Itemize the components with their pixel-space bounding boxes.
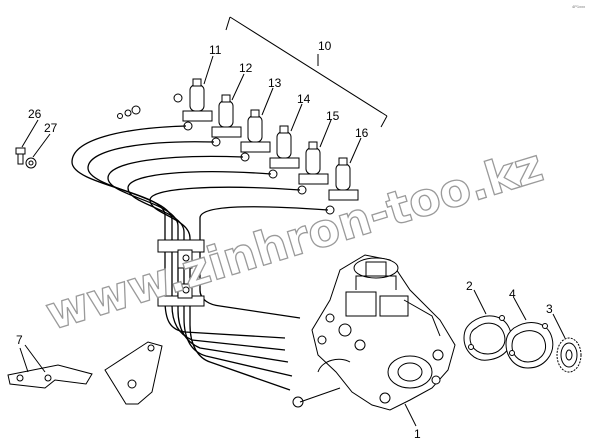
bracket-7 bbox=[7, 344, 93, 389]
nozzle-14 bbox=[269, 125, 300, 169]
washer-27 bbox=[25, 157, 37, 169]
callout-14: 14 bbox=[297, 92, 311, 106]
callout-16: 16 bbox=[355, 126, 369, 140]
callout-10: 10 bbox=[318, 39, 332, 53]
fuel-pipe-bundle bbox=[71, 125, 329, 391]
callout-1: 1 bbox=[414, 427, 421, 441]
cover-plate-4 bbox=[505, 322, 554, 369]
injector-nozzles bbox=[117, 78, 359, 215]
injection-pump-1 bbox=[292, 254, 456, 411]
nozzle-15 bbox=[298, 141, 329, 185]
gasket-2 bbox=[463, 315, 512, 361]
bolt-26 bbox=[15, 147, 26, 165]
throttle-bracket bbox=[104, 341, 163, 405]
callout-15: 15 bbox=[326, 109, 340, 123]
corner-mark: 4P1xxx bbox=[572, 4, 585, 9]
callout-3: 3 bbox=[546, 302, 553, 316]
callout-27: 27 bbox=[44, 121, 58, 135]
callout-2: 2 bbox=[466, 279, 473, 293]
nozzle-11 bbox=[173, 78, 213, 122]
nozzle-12 bbox=[211, 94, 242, 138]
nozzle-16 bbox=[328, 157, 359, 201]
callout-7: 7 bbox=[16, 333, 23, 347]
callout-labels: 1 2 3 4 7 10 11 12 13 14 15 16 26 27 bbox=[16, 39, 553, 441]
nozzle-13 bbox=[240, 109, 271, 153]
callout-26: 26 bbox=[28, 107, 42, 121]
callout-leaders bbox=[19, 55, 566, 427]
callout-4: 4 bbox=[509, 287, 516, 301]
callout-12: 12 bbox=[239, 61, 253, 75]
callout-13: 13 bbox=[268, 76, 282, 90]
callout-11: 11 bbox=[209, 43, 222, 57]
drive-gear-3 bbox=[556, 337, 582, 373]
group-bracket-10 bbox=[225, 16, 388, 128]
